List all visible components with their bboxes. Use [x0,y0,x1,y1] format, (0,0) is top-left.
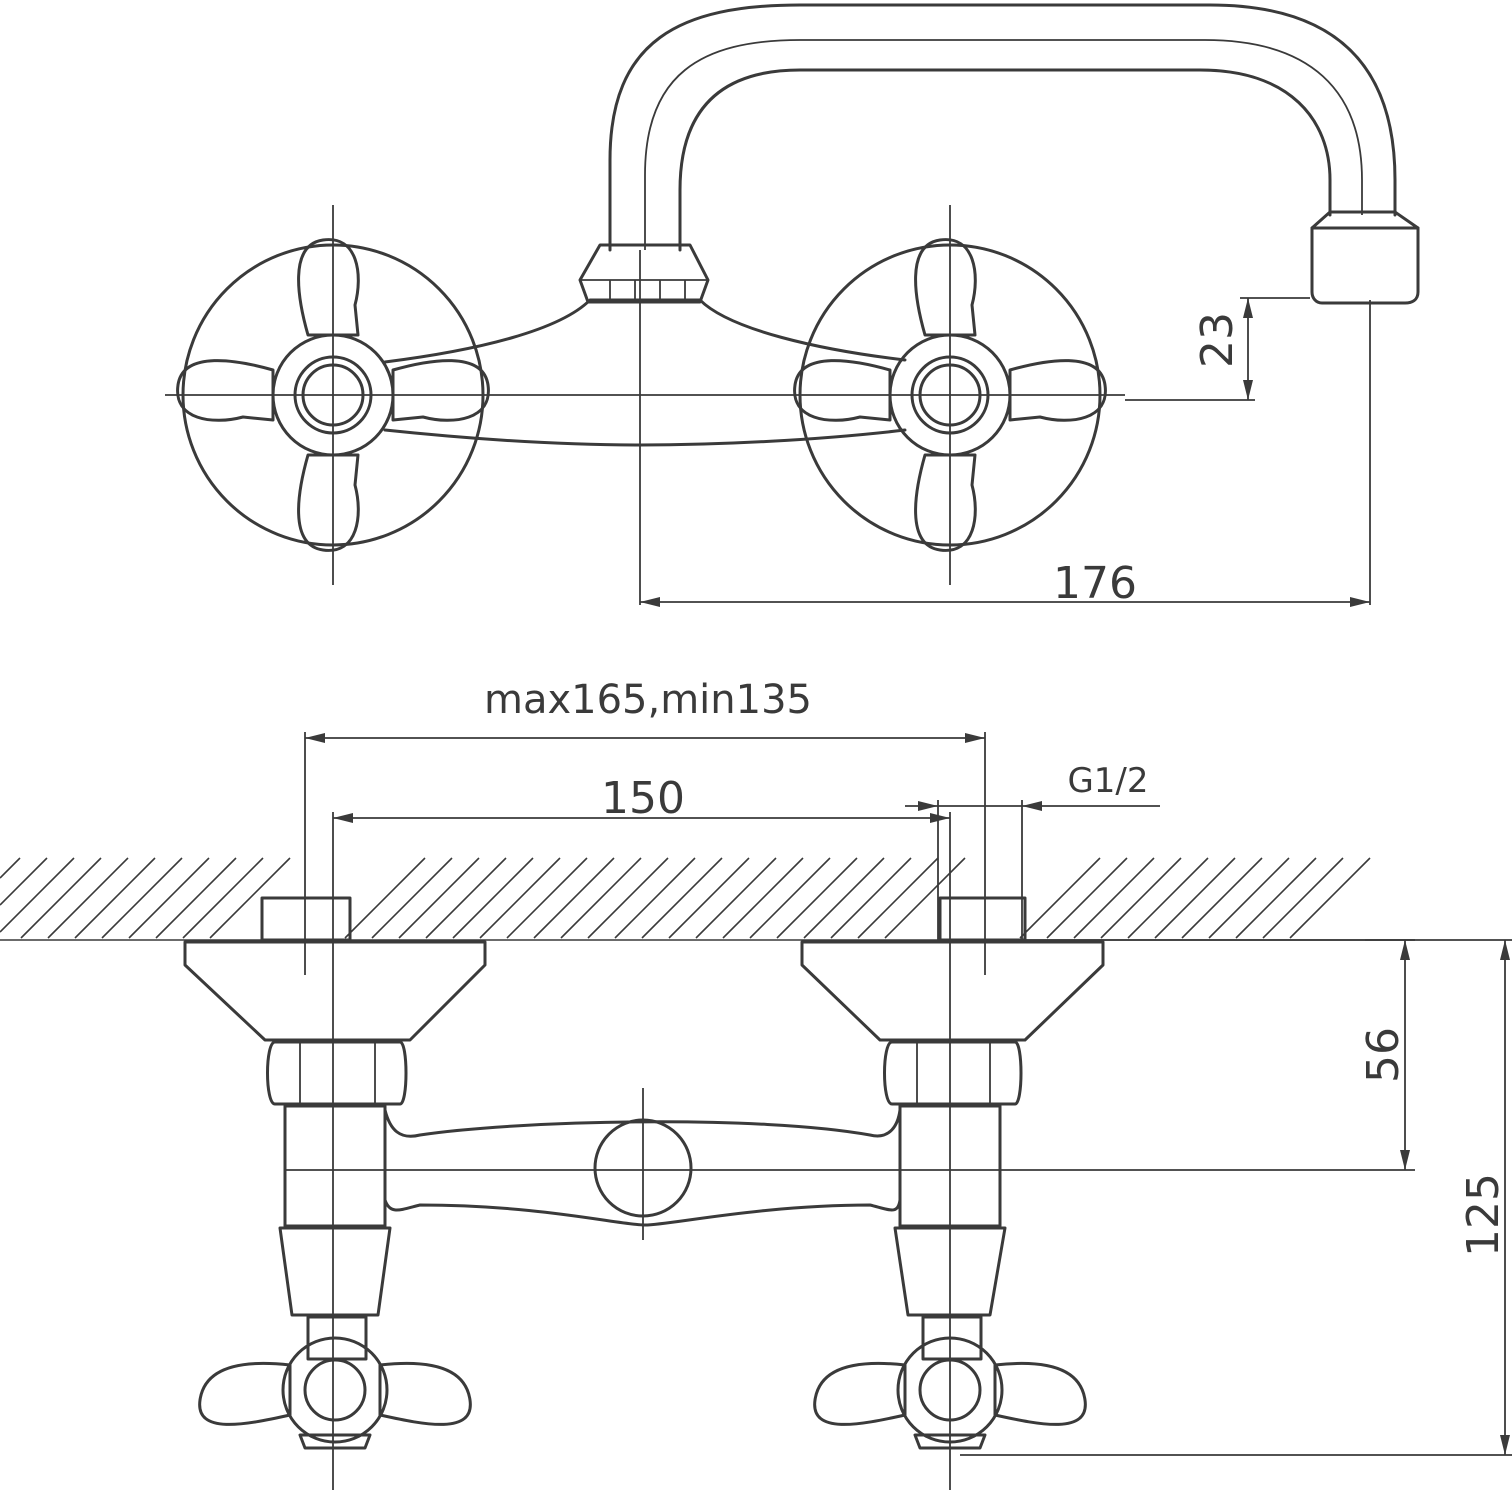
mixer-body [383,298,907,364]
left-wall-fitting [260,896,352,942]
hatch-line [0,857,48,906]
hatch-line [452,857,534,939]
hatch-line [641,857,723,939]
hatch-line [1154,857,1236,939]
hatch-line [884,857,966,939]
hatch-line [1181,857,1263,939]
right-nut [883,1040,1023,1106]
hatch-line [1289,857,1371,939]
hatch-line [857,857,939,939]
hatch-line [128,857,210,939]
hatch-line [830,857,912,939]
hatch-line [0,857,75,933]
top-view: 23 176 [165,3,1420,609]
hatch-line [776,857,858,939]
hatch-line [398,857,480,939]
hatch-line [0,857,21,879]
left-valve-body [283,1104,387,1228]
left-nut [266,1040,408,1106]
hatch-line [695,857,777,939]
hatch-line [1208,857,1290,939]
right-valve-body [898,1104,1002,1228]
right-wall-fitting [938,896,1027,942]
dimension-spout-reach: 176 [1053,558,1137,609]
hatch-line [749,857,831,939]
hatch-line [182,857,264,939]
mixer-body-side [383,1108,902,1138]
spout [608,3,1397,252]
hatch-line [506,857,588,939]
hatch-line [803,857,885,939]
hatch-line [1046,857,1128,939]
hatch-line [47,857,129,939]
dimension-center-to-wall: 56 [1358,1027,1409,1083]
spout-nut [578,243,710,304]
dimension-spout-height: 23 [1192,312,1243,368]
hatch-line [209,857,291,939]
dimension-total-depth: 125 [1458,1173,1509,1257]
aerator [1310,210,1420,305]
hatch-line [1262,857,1344,939]
hatch-line [479,857,561,939]
hatch-line [371,857,453,939]
hatch-line [1019,857,1101,939]
hatch-line [587,857,669,939]
hatch-line [560,857,642,939]
front-view: max165,min135 150 G1/2 [0,677,1512,1490]
hatch-line [722,857,804,939]
hatch-line [1235,857,1317,939]
right-headwork [893,1226,1007,1317]
hatch-line [1127,857,1209,939]
left-headwork [278,1226,392,1317]
hatch-line [1073,857,1155,939]
hatch-line [344,857,426,939]
left-side-handle [198,1336,472,1450]
hatch-line [20,857,102,939]
hatch-line [101,857,183,939]
right-eccentric [800,940,1105,1042]
hatch-line [533,857,615,939]
dimension-thread: G1/2 [1067,761,1148,801]
dimension-spacing-nominal: 150 [601,773,685,824]
hatch-line [74,857,156,939]
hatch-line [425,857,507,939]
hatch-line [1100,857,1182,939]
hatch-line [668,857,750,939]
hatch-line [155,857,237,939]
wall-hatching [0,857,1371,941]
hatch-line [614,857,696,939]
dimension-spacing-range: max165,min135 [484,677,812,723]
left-eccentric [183,940,487,1042]
